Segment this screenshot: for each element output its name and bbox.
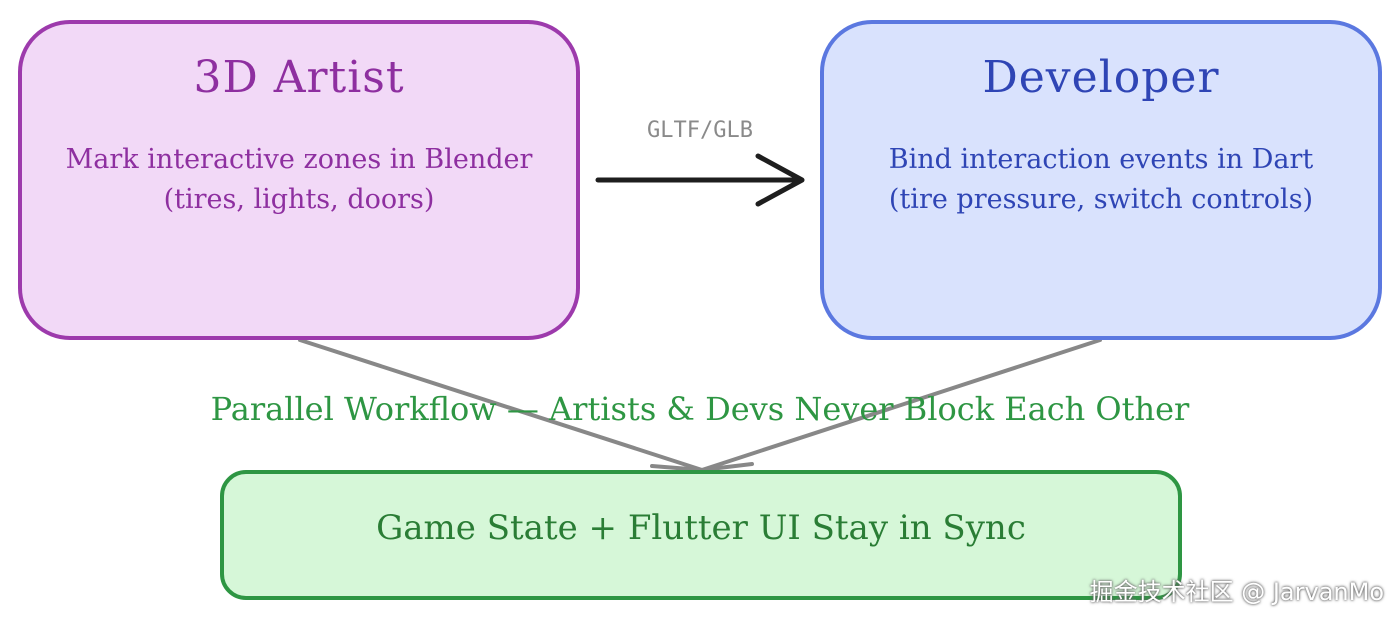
result-box: Game State + Flutter UI Stay in Sync: [220, 470, 1182, 600]
handoff-arrow-head: [755, 153, 805, 207]
developer-description-line-1: Bind interaction events in Dart: [888, 144, 1314, 175]
artist-description: Mark interactive zones in Blender (tires…: [22, 140, 576, 220]
connector-artist-to-result: [298, 338, 704, 472]
artist-description-line-2: (tires, lights, doors): [163, 184, 435, 215]
artist-box: 3D Artist Mark interactive zones in Blen…: [18, 20, 580, 340]
artist-description-line-1: Mark interactive zones in Blender: [65, 144, 533, 175]
developer-title: Developer: [982, 52, 1220, 103]
connector-developer-to-result: [700, 338, 1102, 472]
workflow-label: Parallel Workflow — Artists & Devs Never…: [210, 390, 1190, 428]
developer-box: Developer Bind interaction events in Dar…: [820, 20, 1382, 340]
handoff-arrow-label: GLTF/GLB: [647, 118, 753, 143]
watermark: 掘金技术社区 @ JarvanMo: [1089, 578, 1384, 606]
developer-description-line-2: (tire pressure, switch controls): [888, 184, 1314, 215]
artist-title: 3D Artist: [193, 52, 405, 103]
result-label: Game State + Flutter UI Stay in Sync: [376, 508, 1026, 548]
developer-description: Bind interaction events in Dart (tire pr…: [824, 140, 1378, 220]
